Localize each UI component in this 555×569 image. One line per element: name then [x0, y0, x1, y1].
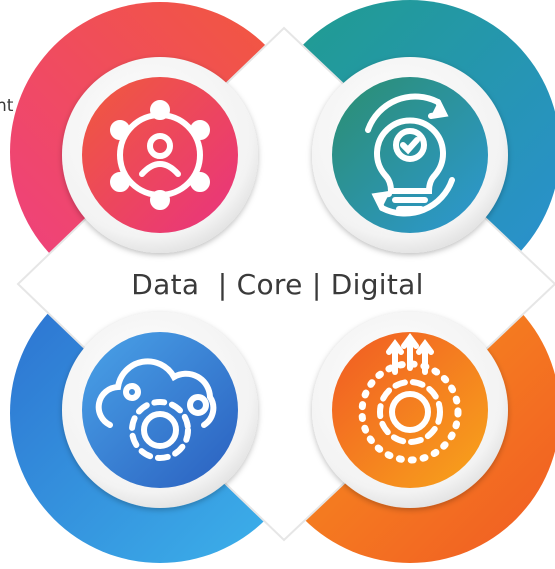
- cut-off-text-fragment: nt: [0, 96, 14, 116]
- network-people-icon: [110, 100, 210, 210]
- cloud-gears-icon: [95, 358, 217, 461]
- lightbulb-gear-icon: [365, 93, 455, 217]
- center-title: Data | Core | Digital: [131, 268, 424, 301]
- gear-arrows-icon: [358, 333, 462, 464]
